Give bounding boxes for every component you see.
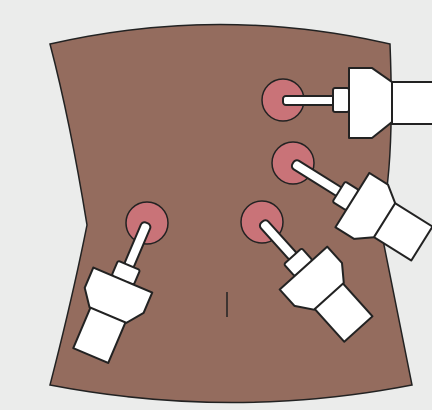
- trocar-housing: [349, 68, 392, 138]
- trocar-handle: [392, 82, 432, 124]
- trocar-valve: [333, 88, 349, 112]
- trocar-shaft: [283, 96, 335, 105]
